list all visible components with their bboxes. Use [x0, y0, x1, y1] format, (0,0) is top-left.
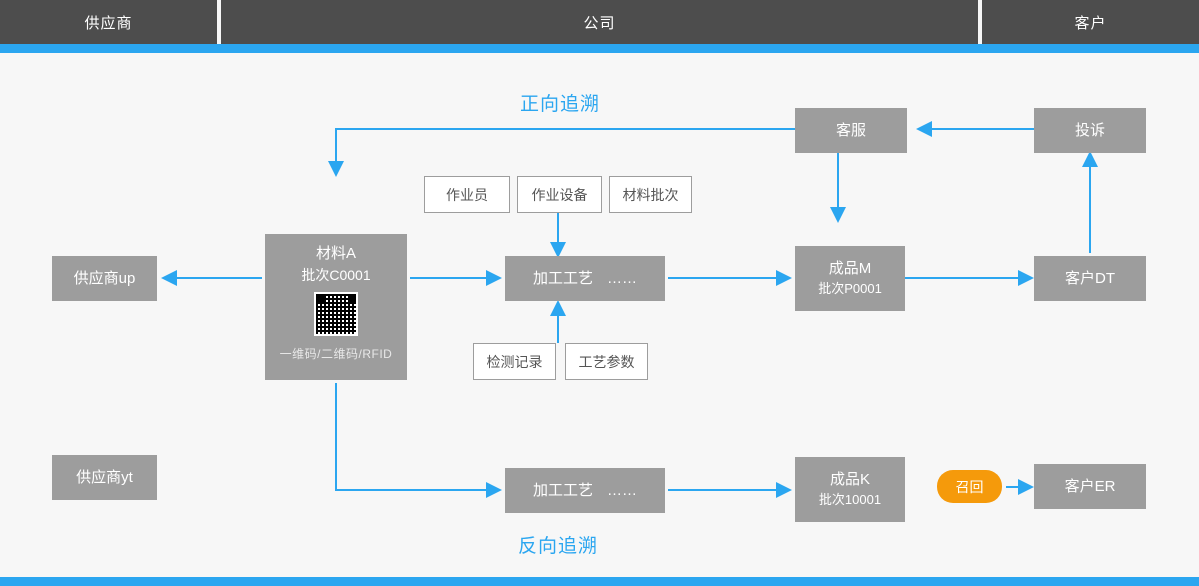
node-supplier-yt[interactable]: 供应商yt: [52, 455, 157, 500]
node-label-process-bottom: 加工工艺: [532, 481, 593, 499]
node-dots-process-top: ……: [607, 269, 637, 287]
material-a-batch: 批次C0001: [301, 267, 371, 283]
edge-material-to-process-bottom: [335, 383, 502, 498]
material-a-code-types: 一维码/二维码/RFID: [279, 347, 393, 361]
node-supplier-up[interactable]: 供应商up: [52, 256, 157, 301]
node-dots-process-bottom: ……: [607, 481, 637, 499]
attr-label-material-batch: 材料批次: [622, 186, 679, 203]
node-customer-dt[interactable]: 客户DT: [1034, 256, 1146, 301]
edge-service-to-material: [328, 128, 795, 177]
node-product-m[interactable]: 成品M 批次P0001: [795, 246, 905, 311]
node-material-a[interactable]: 材料A 批次C0001 一维码/二维码/RFID: [265, 234, 407, 380]
node-customer-er[interactable]: 客户ER: [1034, 464, 1146, 509]
attr-box-inspection-record[interactable]: 检测记录: [473, 343, 556, 380]
node-label-supplier-yt: 供应商yt: [76, 468, 133, 486]
node-process-top[interactable]: 加工工艺 ……: [505, 256, 665, 301]
node-customer-service[interactable]: 客服: [795, 108, 907, 153]
accent-bar-top: [0, 44, 1199, 53]
label-backward-trace: 反向追溯: [518, 536, 599, 557]
attr-box-process-parameter[interactable]: 工艺参数: [565, 343, 648, 380]
node-label-customer-service: 客服: [835, 121, 866, 139]
node-label-product-m: 成品M: [828, 260, 872, 278]
header-label-supplier: 供应商: [84, 14, 133, 32]
material-a-name: 材料A: [315, 245, 356, 262]
header-band: 供应商 公司 客户: [0, 0, 1199, 53]
header-cell-company: 公司: [221, 0, 978, 53]
qr-code-icon: [314, 292, 358, 336]
label-forward-trace: 正向追溯: [520, 94, 601, 115]
accent-bar-bottom: [0, 577, 1199, 586]
node-label-product-k: 成品K: [829, 471, 870, 489]
header-cell-customer: 客户: [982, 0, 1199, 53]
node-batch-product-k: 批次10001: [818, 491, 882, 507]
node-label-customer-er: 客户ER: [1064, 477, 1116, 495]
node-label-supplier-up: 供应商up: [73, 269, 136, 287]
node-label-process-top: 加工工艺: [532, 269, 593, 287]
diagram-canvas: 正向追溯 反向追溯 客服 投诉 作业员 作业设备 材料批次 检测记录 工艺参数 …: [0, 53, 1199, 577]
header-cell-supplier: 供应商: [0, 0, 217, 53]
node-label-customer-dt: 客户DT: [1065, 269, 1115, 287]
attr-label-equipment: 作业设备: [531, 186, 588, 203]
attr-label-operator: 作业员: [446, 186, 488, 203]
attr-label-inspection-record: 检测记录: [486, 353, 543, 370]
node-product-k[interactable]: 成品K 批次10001: [795, 457, 905, 522]
attr-box-equipment[interactable]: 作业设备: [517, 176, 602, 213]
node-process-bottom[interactable]: 加工工艺 ……: [505, 468, 665, 513]
attr-box-material-batch[interactable]: 材料批次: [609, 176, 692, 213]
node-batch-product-m: 批次P0001: [818, 280, 882, 296]
header-label-company: 公司: [583, 14, 616, 32]
attr-label-process-parameter: 工艺参数: [578, 353, 635, 370]
badge-label-recall: 召回: [955, 478, 984, 495]
header-label-customer: 客户: [1074, 14, 1107, 32]
badge-recall[interactable]: 召回: [937, 470, 1002, 503]
node-label-complaint: 投诉: [1074, 121, 1105, 139]
attr-box-operator[interactable]: 作业员: [424, 176, 510, 213]
node-complaint[interactable]: 投诉: [1034, 108, 1146, 153]
